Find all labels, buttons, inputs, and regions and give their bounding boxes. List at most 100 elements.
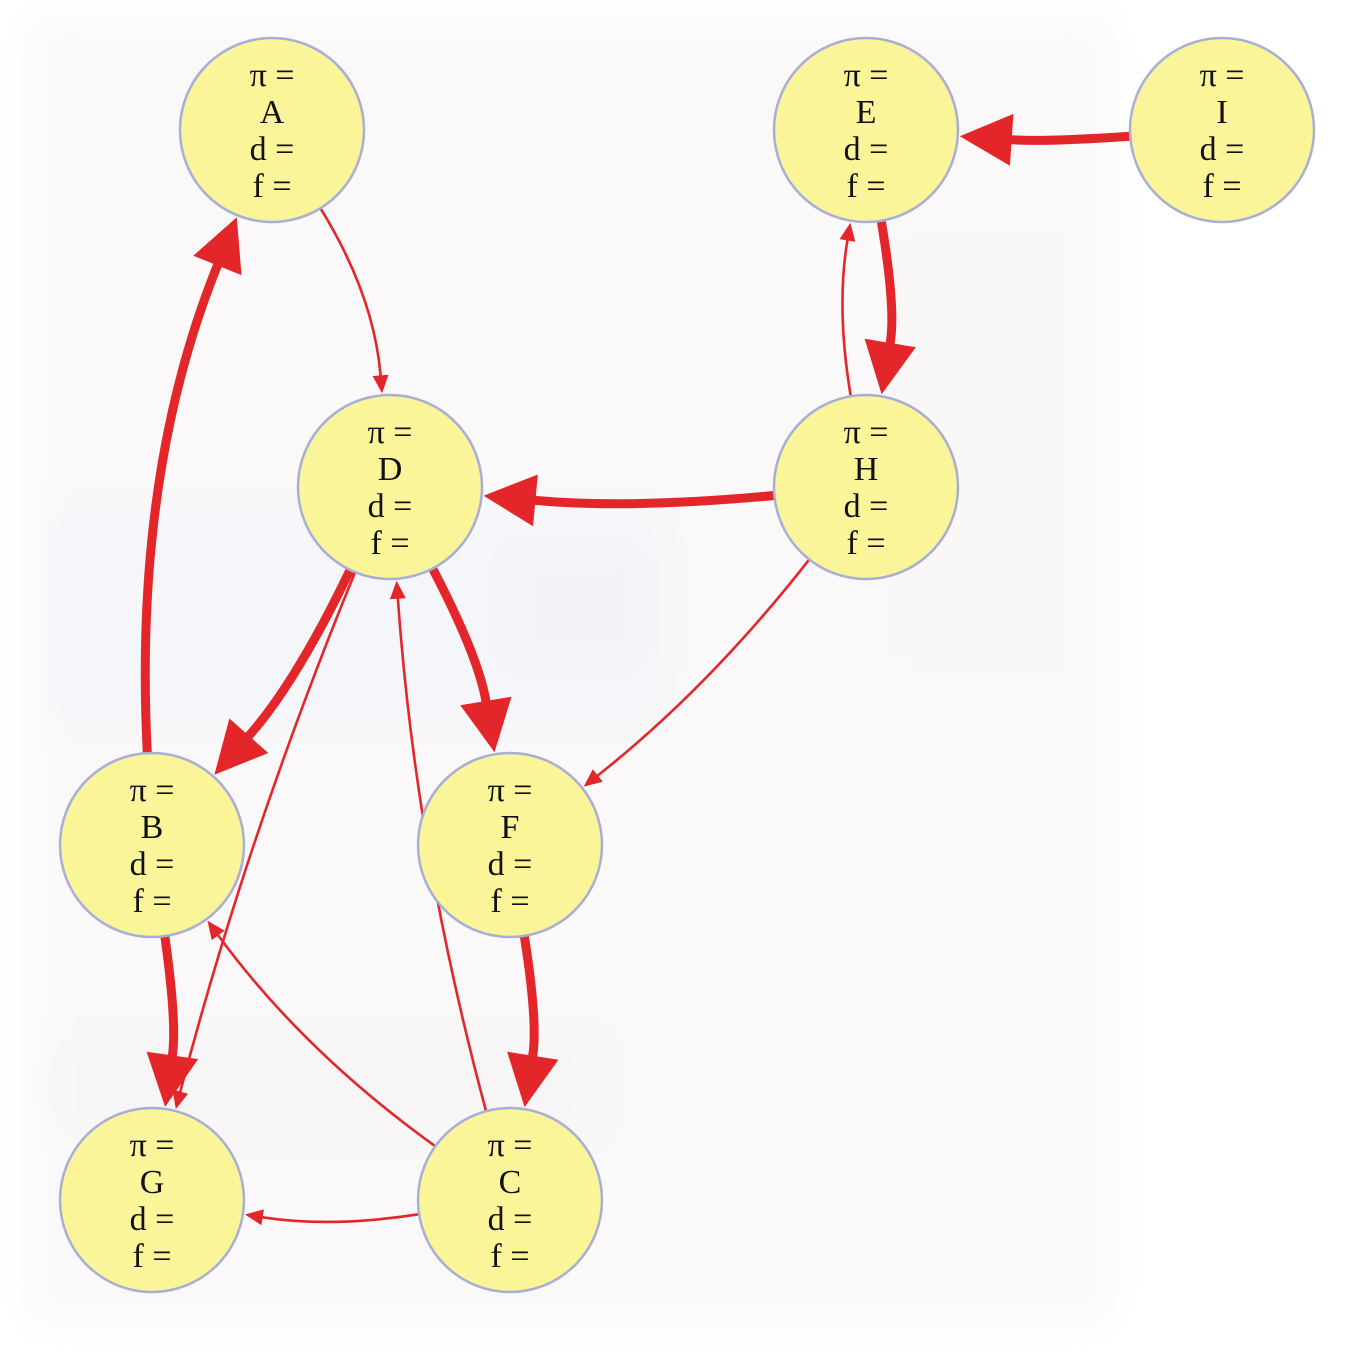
node-name: G — [140, 1164, 165, 1201]
node-f-label: f = — [491, 883, 530, 920]
node-d-label: d = — [488, 1201, 533, 1238]
arrowhead — [864, 338, 916, 395]
node-f-label: f = — [1203, 168, 1242, 205]
node-d-label: d = — [844, 488, 889, 525]
node-b: π =Bd =f = — [58, 751, 246, 939]
edge-line — [216, 934, 437, 1148]
arrowhead — [389, 580, 406, 600]
edge-d-to-b — [214, 565, 355, 775]
arrowhead — [483, 474, 538, 527]
edge-b-to-a — [140, 217, 242, 758]
node-pi-label: π = — [250, 57, 295, 94]
node-f-label: f = — [133, 883, 172, 920]
node-name: I — [1216, 94, 1227, 131]
node-pi-label: π = — [130, 772, 175, 809]
node-pi-label: π = — [488, 772, 533, 809]
arrowhead — [839, 222, 856, 242]
edge-f-to-c — [507, 931, 559, 1108]
edge-line — [244, 565, 355, 741]
node-name: H — [854, 451, 879, 488]
edge-e-to-h — [864, 216, 916, 395]
node-g: π =Gd =f = — [58, 1106, 246, 1294]
edge-line — [179, 570, 357, 1093]
edge-line — [428, 564, 491, 706]
nodes-layer: π =Ad =f =π =Bd =f =π =Cd =f =π =Dd =f =… — [58, 36, 1316, 1294]
arrowhead — [207, 920, 225, 941]
node-pi-label: π = — [130, 1127, 175, 1164]
node-e: π =Ed =f = — [772, 36, 960, 224]
node-circle — [178, 36, 366, 224]
node-name: D — [378, 451, 403, 488]
arrowhead — [372, 374, 389, 394]
node-a: π =Ad =f = — [178, 36, 366, 224]
node-f-label: f = — [133, 1238, 172, 1275]
arrowhead — [507, 1051, 559, 1108]
node-circle — [772, 36, 960, 224]
node-h: π =Hd =f = — [772, 393, 960, 581]
node-f-label: f = — [253, 168, 292, 205]
node-pi-label: π = — [1200, 57, 1245, 94]
edge-b-to-g — [146, 931, 199, 1107]
node-f: π =Fd =f = — [416, 751, 604, 939]
arrowhead — [244, 1209, 264, 1226]
edge-line — [261, 1212, 421, 1224]
node-f-label: f = — [847, 525, 886, 562]
edge-line — [519, 931, 539, 1061]
edge-h-to-d — [483, 474, 779, 527]
edge-a-to-d — [319, 206, 389, 394]
node-pi-label: π = — [844, 414, 889, 451]
arrowhead — [214, 718, 269, 775]
node-circle — [1128, 36, 1316, 224]
node-name: E — [856, 94, 877, 131]
arrowhead — [583, 769, 603, 787]
node-circle — [58, 1106, 246, 1294]
node-circle — [58, 751, 246, 939]
node-f-label: f = — [491, 1238, 530, 1275]
node-d-label: d = — [250, 131, 295, 168]
arrowhead — [959, 113, 1014, 166]
node-i: π =Id =f = — [1128, 36, 1316, 224]
edge-d-to-g — [172, 570, 357, 1110]
node-d-label: d = — [488, 846, 533, 883]
arrowhead — [146, 1051, 199, 1107]
node-circle — [416, 1106, 604, 1294]
node-d-label: d = — [130, 846, 175, 883]
node-name: A — [260, 94, 285, 131]
node-d-label: d = — [1200, 131, 1245, 168]
edge-i-to-e — [959, 113, 1135, 166]
node-circle — [772, 393, 960, 581]
arrowhead — [460, 696, 512, 753]
edge-line — [160, 931, 179, 1060]
node-d-label: d = — [130, 1201, 175, 1238]
arrowhead — [172, 1089, 189, 1110]
edge-h-to-e — [839, 222, 856, 398]
node-circle — [416, 751, 604, 939]
edge-d-to-f — [428, 564, 512, 753]
edges-layer — [140, 113, 1135, 1226]
node-f-label: f = — [847, 168, 886, 205]
node-name: F — [501, 809, 520, 846]
node-name: C — [499, 1164, 522, 1201]
node-circle — [296, 393, 484, 581]
edge-c-to-g — [244, 1209, 421, 1226]
edge-c-to-b — [207, 920, 437, 1148]
node-d-label: d = — [844, 131, 889, 168]
node-c: π =Cd =f = — [416, 1106, 604, 1294]
arrowhead — [193, 217, 242, 276]
node-d: π =Dd =f = — [296, 393, 484, 581]
edge-line — [1007, 131, 1135, 145]
edge-line — [596, 558, 811, 777]
node-pi-label: π = — [844, 57, 889, 94]
node-d-label: d = — [368, 488, 413, 525]
node-f-label: f = — [371, 525, 410, 562]
edge-line — [140, 260, 222, 758]
edge-line — [876, 216, 897, 348]
node-pi-label: π = — [488, 1127, 533, 1164]
edge-line — [841, 239, 853, 398]
node-name: B — [141, 809, 164, 846]
edge-line — [530, 491, 779, 509]
node-pi-label: π = — [368, 414, 413, 451]
edge-h-to-f — [583, 558, 811, 787]
